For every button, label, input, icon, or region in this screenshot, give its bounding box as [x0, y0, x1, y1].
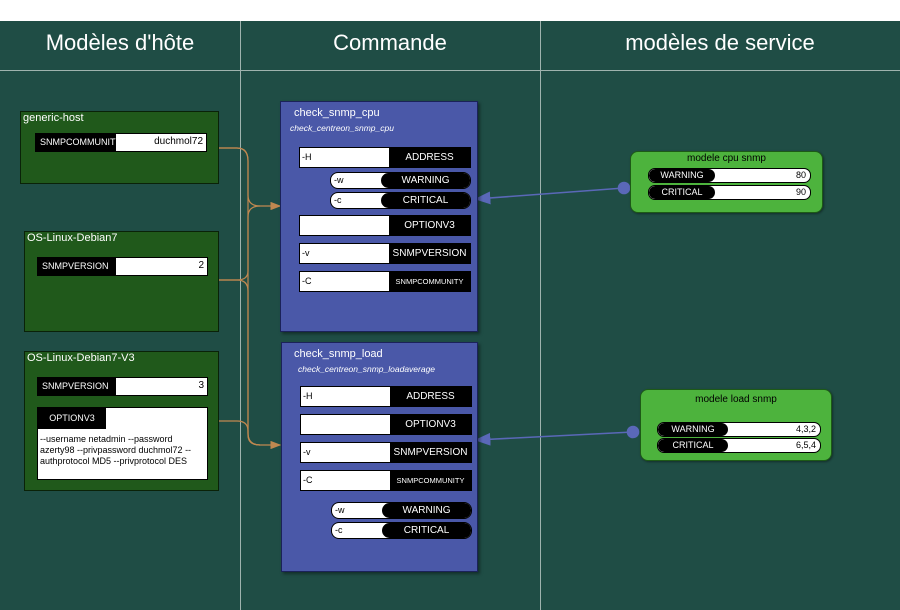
host-macro-value: --username netadmin --password azerty98 … — [40, 434, 192, 466]
column-title-host: Modèles d'hôte — [45, 30, 195, 55]
service-template-name: modele load snmp — [695, 394, 777, 405]
host-macro: SNMPCOMMUNITY duchmol72 — [35, 133, 207, 152]
arg-macro: ADDRESS — [390, 387, 471, 406]
host-macro-label: SNMPCOMMUNITY — [36, 134, 122, 151]
arg-flag: -v — [303, 447, 311, 457]
arg-flag: -w — [335, 505, 345, 515]
command-arg: -w WARNING — [330, 172, 471, 189]
command-check-snmp-cpu[interactable]: check_snmp_cpu check_centreon_snmp_cpu -… — [280, 101, 478, 332]
service-macro-label: WARNING — [649, 169, 715, 182]
arg-flag: -C — [303, 475, 313, 485]
host-link — [217, 279, 261, 446]
command-line: check_centreon_snmp_cpu — [290, 123, 394, 133]
command-arg: -c CRITICAL — [330, 192, 471, 209]
host-link — [217, 147, 261, 446]
service-link-anchor — [617, 181, 631, 195]
arg-macro: SNMPCOMMUNITY — [390, 471, 471, 490]
arg-macro: SNMPCOMMUNITY — [389, 272, 470, 291]
host-template-generic-host[interactable]: generic-host SNMPCOMMUNITY duchmol72 — [20, 111, 219, 184]
service-macro-label: CRITICAL — [649, 186, 715, 199]
arg-macro: SNMPVERSION — [390, 443, 471, 462]
host-macro-optionv3: OPTIONV3 --username netadmin --password … — [37, 407, 208, 480]
service-macro-label: CRITICAL — [658, 439, 728, 452]
host-template-name: generic-host — [23, 112, 84, 124]
command-arg: -C SNMPCOMMUNITY — [299, 271, 471, 292]
service-macro: CRITICAL 6,5,4 — [657, 438, 821, 453]
host-macro-value: 2 — [198, 260, 204, 271]
command-arg: -v SNMPVERSION — [300, 442, 472, 463]
service-macro-label: WARNING — [658, 423, 728, 436]
arg-flag: -c — [334, 195, 342, 205]
command-arg: -H ADDRESS — [300, 386, 472, 407]
command-arg: -c CRITICAL — [331, 522, 472, 539]
command-name: check_snmp_cpu — [294, 107, 380, 119]
service-macro-value: 6,5,4 — [795, 440, 816, 450]
arg-flag: -H — [303, 391, 313, 401]
host-link — [217, 205, 261, 281]
arg-macro: ADDRESS — [389, 148, 470, 167]
column-divider — [240, 21, 241, 610]
column-title-command: Commande — [333, 30, 447, 55]
host-macro-label: OPTIONV3 — [38, 408, 106, 429]
host-template-name: OS-Linux-Debian7 — [27, 232, 118, 244]
arg-flag: -w — [334, 175, 344, 185]
service-macro: CRITICAL 90 — [648, 185, 811, 200]
arg-macro: OPTIONV3 — [389, 216, 470, 235]
arg-flag: -C — [302, 276, 312, 286]
arg-flag: -H — [302, 152, 312, 162]
host-macro: SNMPVERSION 2 — [37, 257, 208, 276]
arg-macro: CRITICAL — [381, 193, 470, 208]
host-template-name: OS-Linux-Debian7-V3 — [27, 352, 135, 364]
command-arg: -w WARNING — [331, 502, 472, 519]
command-arg: OPTIONV3 — [300, 414, 472, 435]
diagram-board: Modèles d'hôte Commande modèles de servi… — [0, 21, 900, 610]
host-template-os-linux-debian7[interactable]: OS-Linux-Debian7 SNMPVERSION 2 — [24, 231, 219, 332]
service-macro: WARNING 4,3,2 — [657, 422, 821, 437]
service-template-name: modele cpu snmp — [687, 153, 766, 164]
service-link-anchor — [626, 425, 640, 439]
host-macro: SNMPVERSION 3 — [37, 377, 208, 396]
service-template-modele-cpu-snmp[interactable]: modele cpu snmp WARNING 80 CRITICAL 90 — [630, 151, 823, 213]
arg-flag: -v — [302, 248, 310, 258]
service-macro-value: 80 — [795, 170, 806, 180]
command-check-snmp-load[interactable]: check_snmp_load check_centreon_snmp_load… — [281, 342, 478, 572]
host-macro-value: 3 — [198, 380, 204, 391]
host-macro-label: SNMPVERSION — [38, 258, 116, 275]
connector-layer — [217, 147, 640, 450]
service-macro-value: 90 — [795, 187, 806, 197]
command-arg: -C SNMPCOMMUNITY — [300, 470, 472, 491]
arg-flag: -c — [335, 525, 343, 535]
host-macro-value: duchmol72 — [154, 136, 203, 147]
host-template-os-linux-debian7-v3[interactable]: OS-Linux-Debian7-V3 SNMPVERSION 3 OPTION… — [24, 351, 219, 491]
command-arg: -v SNMPVERSION — [299, 243, 471, 264]
column-title-service: modèles de service — [625, 30, 815, 55]
arg-macro: SNMPVERSION — [389, 244, 470, 263]
header-divider — [0, 70, 900, 71]
command-arg: OPTIONV3 — [299, 215, 471, 236]
command-line: check_centreon_snmp_loadaverage — [298, 364, 436, 374]
column-divider — [540, 21, 541, 610]
service-link — [474, 187, 625, 205]
host-macro-label: SNMPVERSION — [38, 378, 116, 395]
arg-macro: OPTIONV3 — [390, 415, 471, 434]
service-link — [474, 431, 634, 446]
service-macro: WARNING 80 — [648, 168, 811, 183]
arg-macro: WARNING — [382, 503, 471, 518]
arg-macro: WARNING — [381, 173, 470, 188]
command-name: check_snmp_load — [294, 348, 383, 360]
command-arg: -H ADDRESS — [299, 147, 471, 168]
arg-macro: CRITICAL — [382, 523, 471, 538]
service-macro-value: 4,3,2 — [795, 424, 816, 434]
service-template-modele-load-snmp[interactable]: modele load snmp WARNING 4,3,2 CRITICAL … — [640, 389, 832, 461]
